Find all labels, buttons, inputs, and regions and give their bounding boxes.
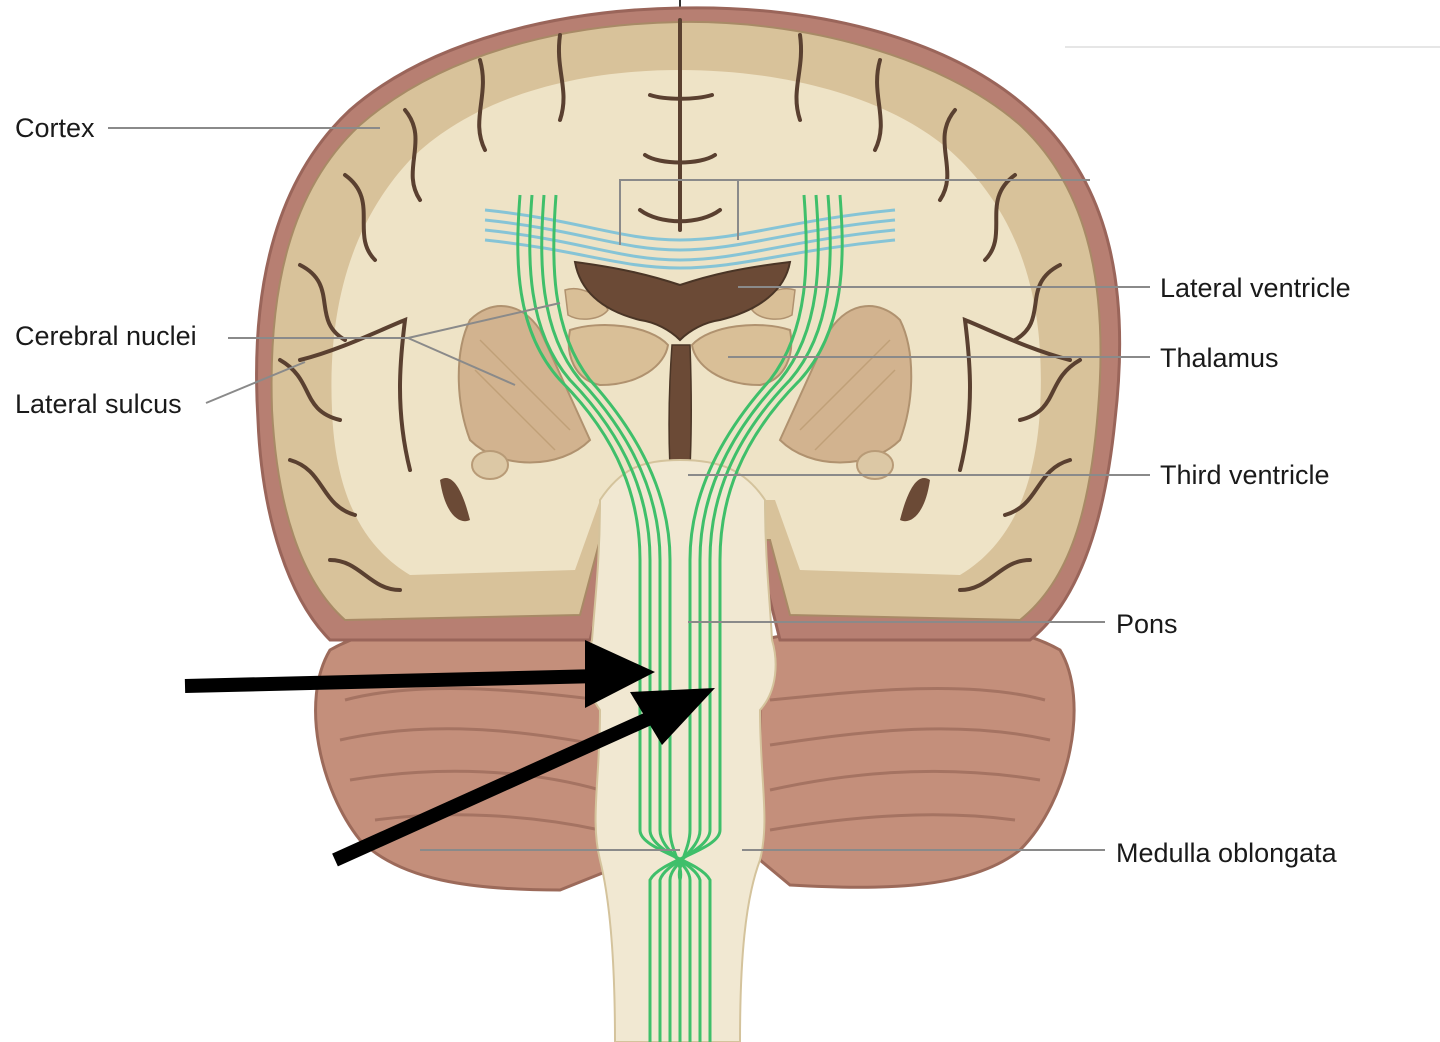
label-lateral-sulcus: Lateral sulcus (15, 389, 182, 419)
leader-lines (108, 127, 1150, 851)
label-cortex: Cortex (15, 113, 95, 143)
arrow-upper (184, 640, 655, 708)
cerebellum-right (758, 621, 1076, 889)
cerebral-nuclei (457, 305, 913, 464)
arrow-lower (332, 688, 715, 867)
caudate-right (751, 288, 796, 320)
leader-cerebral-nuclei-a (407, 302, 561, 339)
deep-holes (440, 478, 930, 522)
corticospinal-tracts (516, 194, 844, 1042)
thalamus-left (567, 324, 670, 387)
caudate-left (564, 288, 609, 320)
brainstem (586, 458, 777, 1042)
label-thalamus: Thalamus (1160, 343, 1279, 373)
arrows (184, 640, 715, 867)
cerebellum-folia (339, 686, 1051, 832)
label-lateral-ventricle: Lateral ventricle (1160, 273, 1351, 303)
cerebellum (314, 621, 1076, 892)
leader-corpus-callosum (619, 179, 739, 245)
deep-nodules (471, 450, 894, 480)
cortical-sulci (278, 18, 1082, 592)
corpus-callosum-fibers (484, 208, 896, 270)
lateral-ventricles (573, 260, 792, 342)
labels: Cortex Cerebral nuclei Lateral sulcus La… (15, 113, 1351, 868)
label-pons: Pons (1116, 609, 1178, 639)
thalamus-right (690, 324, 793, 387)
leader-lateral-sulcus (205, 361, 306, 404)
label-medulla-oblongata: Medulla oblongata (1116, 838, 1338, 868)
leader-cerebral-nuclei-b (407, 337, 516, 386)
thalamus (564, 288, 796, 387)
label-cerebral-nuclei: Cerebral nuclei (15, 321, 197, 351)
label-third-ventricle: Third ventricle (1160, 460, 1330, 490)
